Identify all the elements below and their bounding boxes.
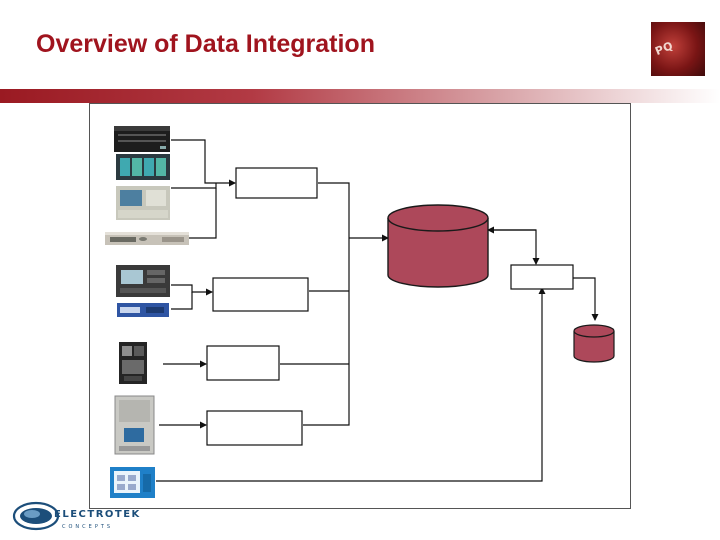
connector-line: [171, 183, 217, 189]
server-box-1: [235, 167, 318, 199]
relay-panel-icon: [119, 342, 147, 384]
title-divider: [0, 89, 720, 103]
rack-module-icon: [117, 303, 169, 317]
desktop-computer-icon: [116, 186, 170, 220]
connector-line: [171, 139, 236, 187]
connector-line: [171, 292, 193, 310]
main-database: [387, 204, 489, 288]
company-subname: CONCEPTS: [62, 524, 114, 530]
diagram-frame: [89, 103, 631, 509]
connector-line: [490, 229, 540, 265]
connector-line: [189, 188, 217, 239]
connector-line: [171, 284, 213, 296]
server-box-4: [206, 410, 303, 446]
top-logo: PQ: [651, 22, 705, 76]
integration-box: [510, 264, 574, 290]
connector-line: [156, 287, 546, 482]
swoosh-icon: [12, 501, 60, 531]
touchscreen-meter-icon: [110, 467, 155, 498]
server-box-2: [212, 277, 309, 312]
connectors: [156, 139, 599, 482]
company-logo: ELECTROTEK CONCEPTS: [10, 500, 139, 534]
connector-line: [303, 182, 350, 426]
server-box-3: [206, 345, 280, 381]
rack-recorder-icon: [114, 126, 170, 152]
power-quality-meter-icon: [116, 265, 170, 297]
company-name: ELECTROTEK: [54, 509, 141, 520]
connector-line: [573, 277, 599, 321]
monitor-panel-icon: [116, 154, 170, 180]
secondary-database: [573, 324, 615, 363]
rack-analyzer-icon: [105, 232, 189, 245]
page-title: Overview of Data Integration: [36, 30, 375, 58]
cabinet-cpu-icon: [114, 395, 155, 455]
